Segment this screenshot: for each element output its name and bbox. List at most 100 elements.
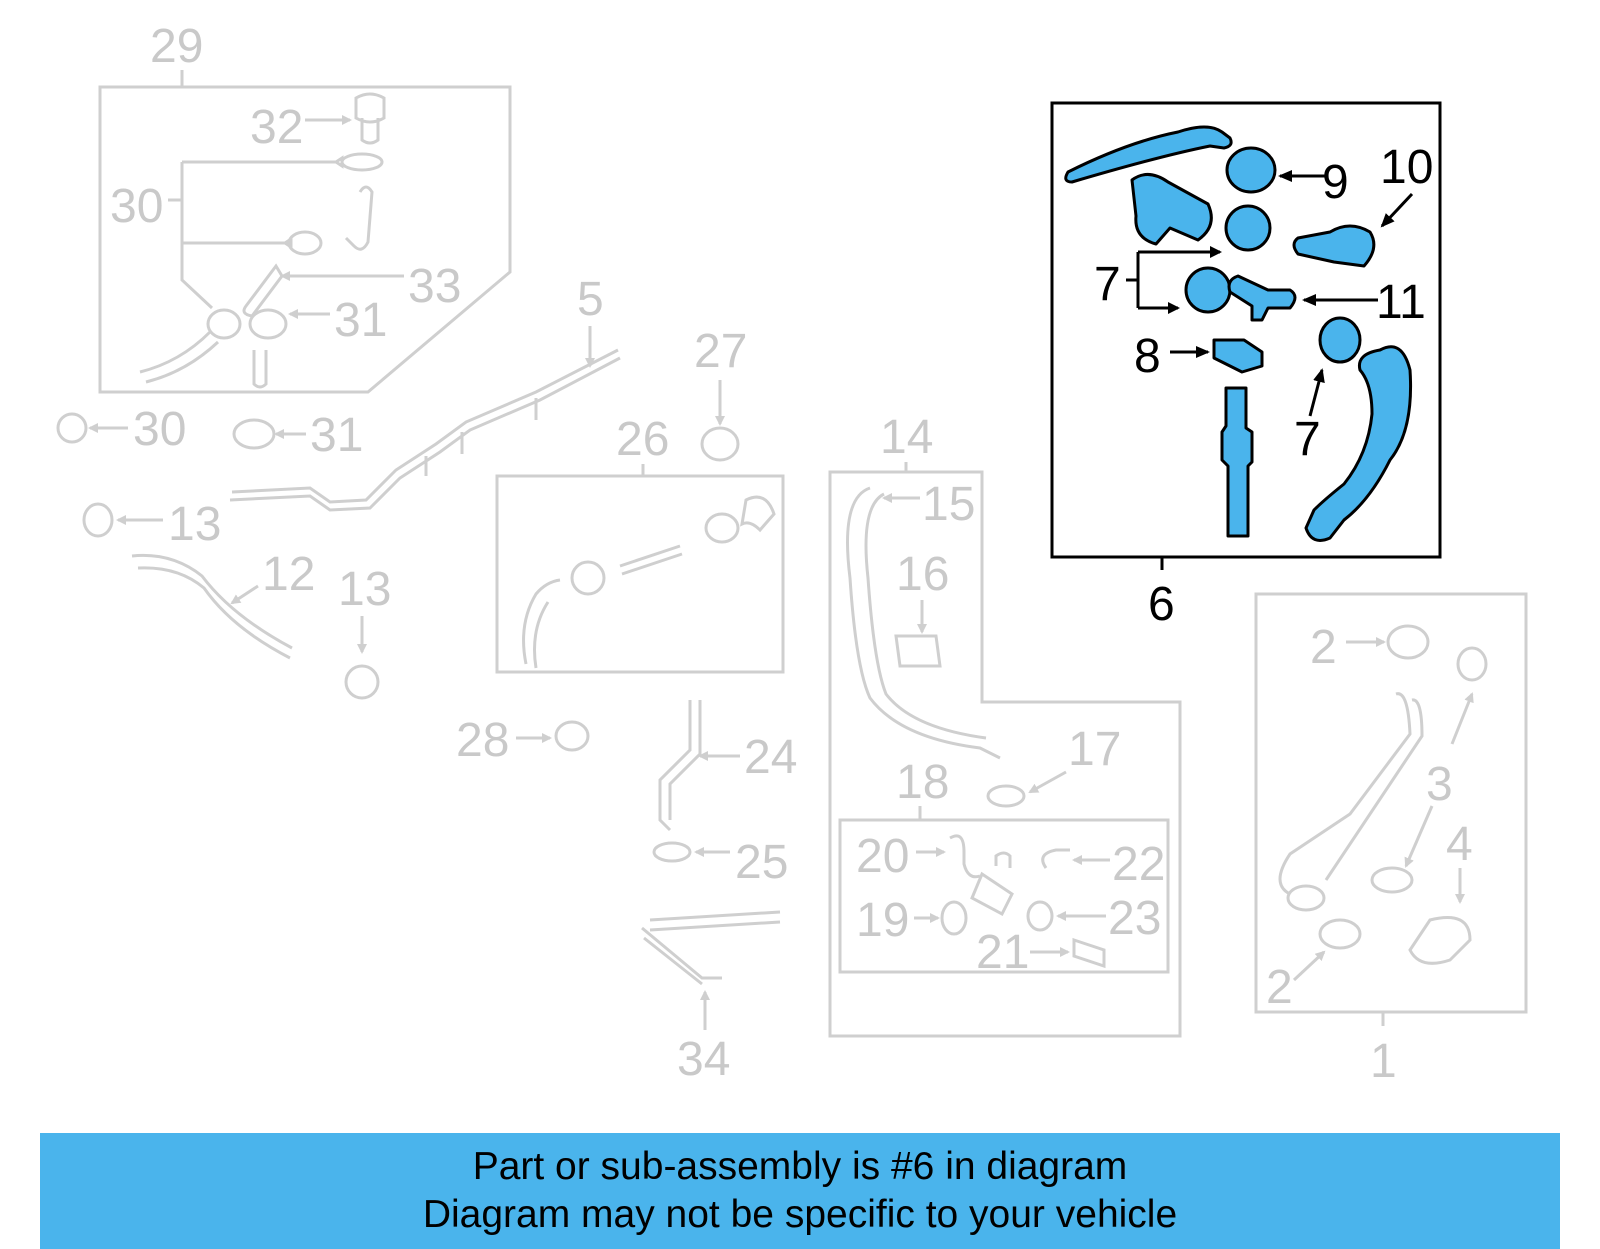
o-ring-icon: [652, 841, 692, 863]
callout-24[interactable]: 24: [744, 731, 797, 784]
group-14-frame: [828, 470, 1182, 1038]
loose-parts-left: 30 31: [56, 403, 363, 462]
parts-24-25-28-34: 28 24 25 34: [456, 700, 797, 1086]
hose-icon: [252, 350, 268, 389]
callout-29[interactable]: 29: [150, 20, 203, 73]
upper-hose: [1064, 125, 1233, 184]
hose-icon: [139, 330, 220, 384]
vertical-hose: [1220, 386, 1254, 538]
clamp-icon: [56, 412, 88, 444]
callout-30-box[interactable]: 30: [110, 180, 163, 233]
banner-line-1: Part or sub-assembly is #6 in diagram: [472, 1145, 1128, 1188]
callout-33[interactable]: 33: [408, 260, 461, 313]
hose-icon: [949, 834, 981, 879]
pipe-icon: [242, 263, 284, 318]
group-29: 29 32 30 33 31: [98, 20, 512, 394]
pipe-icon: [658, 700, 702, 832]
clamp-icon: [1370, 866, 1414, 894]
hose-icon: [522, 578, 561, 669]
callout-23[interactable]: 23: [1108, 892, 1161, 945]
clamp-icon: [1318, 918, 1362, 950]
clamp-icon: [570, 560, 606, 596]
callout-18[interactable]: 18: [896, 756, 949, 809]
callout-17[interactable]: 17: [1068, 723, 1121, 776]
callout-31[interactable]: 31: [310, 409, 363, 462]
callout-15[interactable]: 15: [922, 478, 975, 531]
bracket-8: [1212, 338, 1264, 374]
tee-11: [1227, 274, 1297, 322]
callout-4[interactable]: 4: [1446, 818, 1473, 871]
duct-icon: [1408, 916, 1472, 965]
hose-icon: [344, 185, 374, 251]
callout-19[interactable]: 19: [856, 894, 909, 947]
callout-2-lower[interactable]: 2: [1266, 961, 1293, 1014]
callout-6[interactable]: 6: [1148, 578, 1175, 631]
callout-32[interactable]: 32: [250, 101, 303, 154]
callout-10[interactable]: 10: [1380, 141, 1433, 194]
callout-2-upper[interactable]: 2: [1310, 621, 1337, 674]
callout-31-box[interactable]: 31: [334, 294, 387, 347]
group-14: 14 15 16 17 18 20 22 19 23 21: [828, 411, 1182, 1038]
clamp-icon: [82, 502, 114, 538]
clamp-icon: [248, 308, 288, 340]
group-1-frame: [1254, 592, 1528, 1014]
sensor-icon: [894, 634, 942, 668]
banner-line-2: Diagram may not be specific to your vehi…: [422, 1193, 1178, 1236]
hose-icon: [1041, 848, 1070, 869]
clamp-icon: [704, 512, 740, 544]
callout-1[interactable]: 1: [1370, 1035, 1397, 1088]
callout-14[interactable]: 14: [880, 411, 933, 464]
clamp-7-lower: [1318, 316, 1362, 364]
group-26-frame: [495, 474, 785, 674]
callout-7-lower[interactable]: 7: [1294, 413, 1321, 466]
callout-22[interactable]: 22: [1112, 838, 1165, 891]
clamp-icon: [232, 418, 276, 450]
connector-10: [1292, 224, 1376, 268]
clamp-icon: [206, 308, 242, 340]
clamp-icon: [700, 426, 740, 462]
group-26: 27 26: [495, 325, 785, 674]
o-ring-icon: [1026, 900, 1054, 932]
parts-12-13: 13 12 13: [82, 498, 391, 700]
clamp-7-upper: [1224, 204, 1272, 252]
callout-13-upper[interactable]: 13: [168, 498, 221, 551]
clamp-icon: [287, 230, 323, 256]
housing-icon: [970, 851, 1014, 917]
group-6-highlighted[interactable]: 6 9 10 7 11 8 7: [1050, 101, 1442, 631]
callout-25[interactable]: 25: [735, 836, 788, 889]
group-18-frame: [838, 818, 1170, 974]
callout-28[interactable]: 28: [456, 714, 509, 767]
group-29-frame: [98, 85, 512, 394]
pipe-icon: [641, 910, 781, 986]
clamp-icon: [986, 784, 1026, 808]
clamp-icon: [1456, 646, 1488, 682]
pipe-icon: [619, 544, 683, 576]
group-1: 1 2 3 4 2: [1254, 592, 1528, 1088]
part-5-pipe: 5: [229, 273, 621, 512]
callout-13[interactable]: 13: [338, 563, 391, 616]
callout-3[interactable]: 3: [1426, 758, 1453, 811]
o-ring-icon: [940, 900, 968, 936]
callout-11[interactable]: 11: [1376, 276, 1426, 329]
callout-9[interactable]: 9: [1322, 156, 1349, 209]
callout-8[interactable]: 8: [1134, 330, 1161, 383]
callout-21[interactable]: 21: [976, 926, 1029, 979]
callout-16[interactable]: 16: [896, 548, 949, 601]
callout-7-left[interactable]: 7: [1094, 258, 1121, 311]
hose-icon: [131, 553, 293, 660]
callout-5[interactable]: 5: [577, 273, 604, 326]
callout-26[interactable]: 26: [616, 413, 669, 466]
clamp-icon: [554, 720, 590, 752]
callout-34[interactable]: 34: [677, 1033, 730, 1086]
clamp-9: [1225, 146, 1277, 194]
clamp-icon: [344, 664, 380, 700]
callout-27[interactable]: 27: [694, 325, 747, 378]
callout-12[interactable]: 12: [262, 548, 315, 601]
clamp-icon: [1386, 624, 1430, 660]
outlet-hose: [1304, 345, 1413, 542]
info-banner: Part or sub-assembly is #6 in diagram Di…: [40, 1133, 1560, 1249]
callout-30[interactable]: 30: [133, 403, 186, 456]
callout-20[interactable]: 20: [856, 830, 909, 883]
connector-icon: [354, 92, 386, 145]
